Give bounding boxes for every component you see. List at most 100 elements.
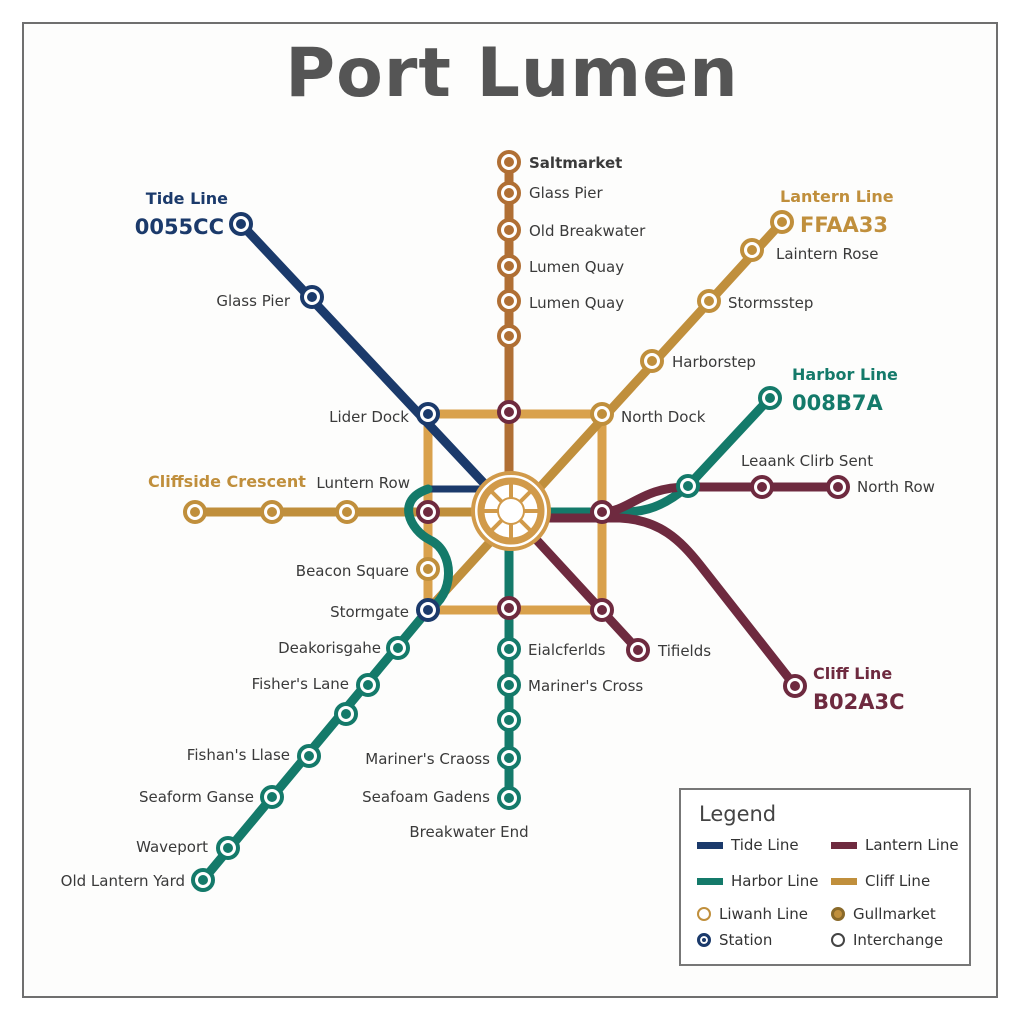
legend-label-gullmarket: Gullmarket	[853, 905, 936, 923]
harbor-line-west-route	[198, 484, 453, 885]
station-mariners-cross[interactable]	[497, 673, 521, 697]
station-label-stormsstep: Stormsstep	[728, 294, 813, 312]
lantern-line-code: FFAA33	[800, 213, 888, 237]
station-label-deakorisgahe: Deakorisgahe	[278, 639, 381, 657]
tide-line-swatch	[697, 841, 723, 849]
station-lider-dock[interactable]	[416, 402, 440, 426]
legend-label-liwanh-line: Liwanh Line	[719, 905, 809, 923]
station-label-harborstep: Harborstep	[672, 353, 756, 371]
station-lantern-terminus[interactable]	[770, 210, 794, 234]
station-lumen-quay-1[interactable]	[497, 254, 521, 278]
lantern-line-swatch	[831, 841, 857, 849]
station-cliff-east-1[interactable]	[750, 475, 774, 499]
legend-label-interchange: Interchange	[853, 931, 944, 949]
cliff-line-south-route	[504, 513, 800, 691]
station-label-waveport: Waveport	[136, 838, 208, 856]
station-label-lider-dock: Lider Dock	[329, 408, 409, 426]
station-stormgate[interactable]	[416, 598, 440, 622]
station-label-glass-pier-west: Glass Pier	[216, 292, 290, 310]
station-cliffside-2[interactable]	[260, 500, 284, 524]
station-north-row[interactable]	[826, 475, 850, 499]
station-fishers-lane[interactable]	[356, 673, 380, 697]
station-label-north-row: North Row	[857, 478, 935, 496]
cliff-line-name: Cliff Line	[813, 664, 892, 683]
legend-item-tide-line: Tide Line	[697, 836, 799, 854]
station-southeast-interchange[interactable]	[590, 598, 614, 622]
station-old-lantern-yard[interactable]	[191, 868, 215, 892]
station-label-leaank-clirb-sent: Leaank Clirb Sent	[741, 452, 873, 470]
lantern-line-name: Lantern Line	[780, 187, 894, 206]
filled-ring-icon	[831, 907, 845, 921]
cliffside-crescent-name: Cliffside Crescent	[148, 472, 306, 491]
station-label-laintern-rose: Laintern Rose	[776, 245, 878, 263]
station-label-saltmarket: Saltmarket	[529, 154, 622, 172]
station-cliffside-1[interactable]	[183, 500, 207, 524]
station-old-breakwater[interactable]	[497, 218, 521, 242]
harbor-line-name: Harbor Line	[792, 365, 898, 384]
legend-label-station: Station	[719, 931, 773, 949]
station-saltmarket[interactable]	[497, 150, 521, 174]
station-harbor-terminus[interactable]	[758, 386, 782, 410]
cliff-line-code: B02A3C	[813, 690, 905, 714]
station-seaform-ganse[interactable]	[260, 785, 284, 809]
map-legend: Legend Tide Line Lantern Line Harbor Lin…	[679, 788, 971, 966]
station-label-seafoam-gadens: Seafoam Gadens	[362, 788, 490, 806]
station-fishans-llase[interactable]	[297, 744, 321, 768]
station-glass-pier-north[interactable]	[497, 181, 521, 205]
station-laintern-rose[interactable]	[740, 238, 764, 262]
station-harborstep[interactable]	[640, 349, 664, 373]
station-label-old-lantern-yard: Old Lantern Yard	[61, 872, 185, 890]
station-harbor-south-unnamed[interactable]	[497, 708, 521, 732]
station-east-interchange[interactable]	[590, 500, 614, 524]
station-label-tifields: Tifields	[657, 642, 711, 660]
station-label-stormgate: Stormgate	[330, 603, 409, 621]
station-north-dock[interactable]	[590, 402, 614, 426]
station-label-fishers-lane: Fisher's Lane	[252, 675, 349, 693]
station-waveport[interactable]	[216, 836, 240, 860]
legend-item-station: Station	[697, 931, 772, 949]
station-label-lumen-quay-2: Lumen Quay	[529, 294, 624, 312]
station-label-mariners-cross: Mariner's Cross	[528, 677, 643, 695]
station-beacon-square[interactable]	[416, 557, 440, 581]
page-title: Port Lumen	[285, 34, 739, 113]
station-copper-unnamed[interactable]	[497, 324, 521, 348]
station-eialcferlds[interactable]	[497, 637, 521, 661]
central-hub-interchange[interactable]	[471, 471, 551, 551]
harbor-line-swatch	[697, 877, 723, 885]
station-mariners-craoss[interactable]	[497, 746, 521, 770]
station-copper-interchange[interactable]	[497, 400, 521, 424]
station-label-breakwater-end: Breakwater End	[409, 823, 528, 841]
station-stormsstep[interactable]	[697, 289, 721, 313]
station-label-old-breakwater: Old Breakwater	[529, 222, 646, 240]
legend-label-tide-line: Tide Line	[731, 836, 799, 854]
station-cliff-terminus[interactable]	[783, 674, 807, 698]
station-icon	[697, 933, 711, 947]
station-tide-terminus[interactable]	[229, 212, 253, 236]
legend-title: Legend	[699, 802, 777, 826]
station-label-lumen-quay-1: Lumen Quay	[529, 258, 624, 276]
ring-icon	[697, 907, 711, 921]
station-south-interchange[interactable]	[497, 596, 521, 620]
station-deakorisgahe[interactable]	[386, 636, 410, 660]
station-tifields[interactable]	[626, 638, 650, 662]
station-label-glass-pier-north: Glass Pier	[529, 184, 603, 202]
station-seafoam-gadens[interactable]	[497, 786, 521, 810]
station-luntern-row[interactable]	[416, 500, 440, 524]
station-label-eialcferlds: Eialcferlds	[528, 641, 606, 659]
station-label-fishans-llase: Fishan's Llase	[187, 746, 290, 764]
tide-line-route	[236, 219, 514, 515]
station-cliffside-3[interactable]	[335, 500, 359, 524]
legend-item-lantern-line: Lantern Line	[831, 836, 959, 854]
station-label-north-dock: North Dock	[621, 408, 706, 426]
cliff-line-swatch	[831, 877, 857, 885]
station-lumen-quay-2[interactable]	[497, 289, 521, 313]
station-glass-pier-west[interactable]	[300, 285, 324, 309]
legend-item-interchange: Interchange	[831, 931, 943, 949]
station-harbor-leaank[interactable]	[676, 474, 700, 498]
station-label-seaform-ganse: Seaform Ganse	[139, 788, 254, 806]
legend-label-harbor-line: Harbor Line	[731, 872, 819, 890]
tide-line-name: Tide Line	[146, 189, 228, 208]
station-harbor-sw-unnamed[interactable]	[334, 702, 358, 726]
legend-item-cliff-line: Cliff Line	[831, 872, 930, 890]
